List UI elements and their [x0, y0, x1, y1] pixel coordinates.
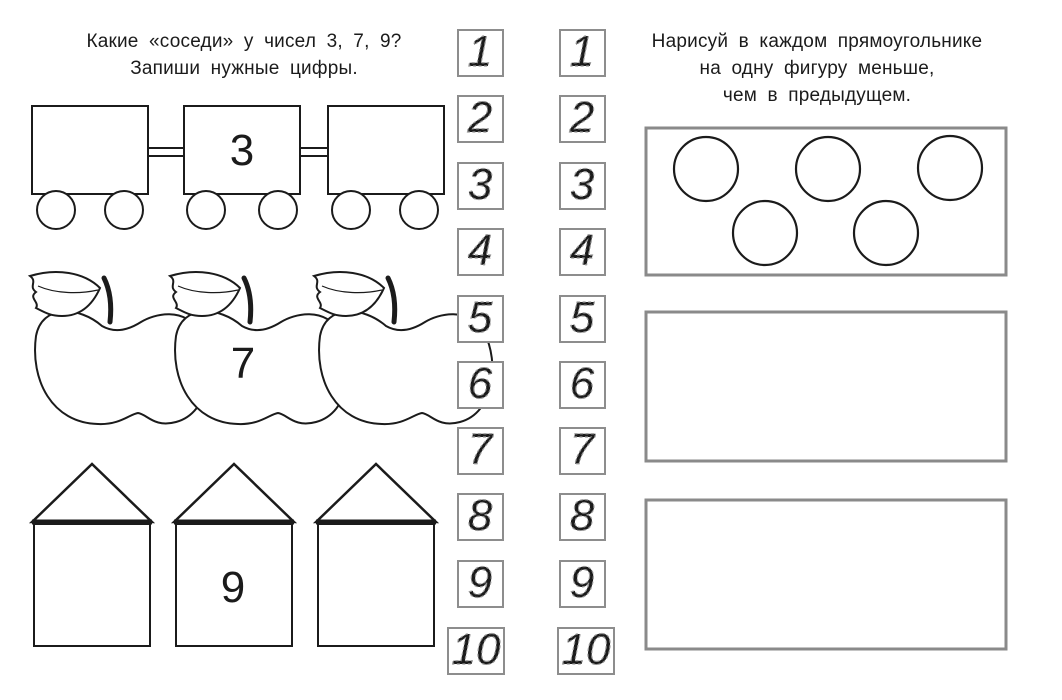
- tracing-digit: 9: [468, 558, 492, 607]
- train-wagon-right[interactable]: [327, 105, 445, 195]
- apples: 7: [30, 272, 492, 424]
- apple-number: 7: [231, 339, 255, 388]
- tracing-cell[interactable]: 9: [559, 557, 606, 608]
- tracing-digit: 2: [569, 93, 594, 142]
- house-left[interactable]: [32, 464, 152, 646]
- tracing-cell[interactable]: 6: [457, 358, 504, 409]
- tracing-cell[interactable]: 2: [457, 92, 504, 143]
- shapes-box-3[interactable]: [644, 498, 1008, 651]
- circles-group: [672, 134, 984, 267]
- shapes-box-2[interactable]: [644, 310, 1008, 463]
- tracing-digit: 8: [468, 491, 493, 540]
- tracing-cell[interactable]: 6: [559, 358, 606, 409]
- circle-shape: [672, 135, 740, 203]
- tracing-cell[interactable]: 1: [559, 26, 606, 77]
- house-middle: [174, 464, 294, 646]
- tracing-cell[interactable]: 10: [557, 624, 615, 675]
- tracing-cell[interactable]: 9: [457, 557, 504, 608]
- tracing-cell[interactable]: 10: [447, 624, 505, 675]
- tracing-digit: 6: [468, 359, 493, 408]
- tracing-cell[interactable]: 3: [559, 159, 606, 210]
- tracing-digit: 4: [570, 226, 594, 275]
- train-couplings: [148, 147, 328, 157]
- tracing-cell[interactable]: 8: [559, 490, 606, 541]
- right-task-line-2: на одну фигуру меньше,: [699, 58, 935, 79]
- tracing-cell[interactable]: 5: [559, 292, 606, 343]
- tracing-digit: 8: [570, 491, 595, 540]
- shapes-box-1: [644, 126, 1008, 277]
- left-task-line-2: Запиши нужные цифры.: [130, 58, 358, 79]
- left-task-instruction: Какие «соседи» у чисел 3, 7, 9? Запиши н…: [40, 28, 448, 82]
- train-wheels: [36, 190, 439, 230]
- tracing-digit: 7: [468, 425, 494, 474]
- tracing-digit: 9: [570, 558, 594, 607]
- circle-shape: [916, 134, 984, 202]
- train: 3: [31, 105, 445, 230]
- house-right[interactable]: [316, 464, 436, 646]
- tracing-cell[interactable]: 7: [457, 424, 504, 475]
- tracing-digit: 10: [562, 625, 611, 674]
- tracing-digit: 7: [570, 425, 596, 474]
- train-number: 3: [230, 126, 254, 175]
- tracing-digit: 3: [468, 160, 493, 209]
- tracing-digit: 1: [570, 27, 594, 76]
- right-task-line-1: Нарисуй в каждом прямоугольнике: [651, 31, 983, 52]
- tracing-digit: 10: [452, 625, 501, 674]
- circle-shape: [794, 135, 862, 203]
- circle-shape: [731, 199, 799, 267]
- tracing-cell[interactable]: 5: [457, 292, 504, 343]
- tracing-digit: 1: [468, 27, 492, 76]
- right-task-line-3: чем в предыдущем.: [722, 85, 912, 106]
- train-wagon-left[interactable]: [31, 105, 149, 195]
- tracing-column-right: 1 2 3 4 5 6 7 8 9 10: [557, 26, 615, 675]
- tracing-digit: 4: [468, 226, 492, 275]
- tracing-digit: 2: [467, 93, 492, 142]
- house-number: 9: [221, 563, 245, 612]
- tracing-digit: 5: [468, 293, 493, 342]
- tracing-column-left: 1 2 3 4 5 6 7 8 9 10: [447, 26, 505, 675]
- train-wagon-middle: [183, 105, 301, 195]
- tracing-digit: 5: [570, 293, 595, 342]
- tracing-cell[interactable]: 3: [457, 159, 504, 210]
- tracing-cell[interactable]: 4: [559, 225, 606, 276]
- houses: 9: [32, 464, 436, 646]
- tracing-cell[interactable]: 8: [457, 490, 504, 541]
- tracing-cell[interactable]: 2: [559, 92, 606, 143]
- right-task-instruction: Нарисуй в каждом прямоугольнике на одну …: [612, 28, 1022, 109]
- left-task-line-1: Какие «соседи» у чисел 3, 7, 9?: [86, 31, 402, 52]
- tracing-cell[interactable]: 4: [457, 225, 504, 276]
- tracing-digit: 6: [570, 359, 595, 408]
- tracing-cell[interactable]: 1: [457, 26, 504, 77]
- tracing-cell[interactable]: 7: [559, 424, 606, 475]
- circle-shape: [852, 199, 920, 267]
- tracing-digit: 3: [570, 160, 595, 209]
